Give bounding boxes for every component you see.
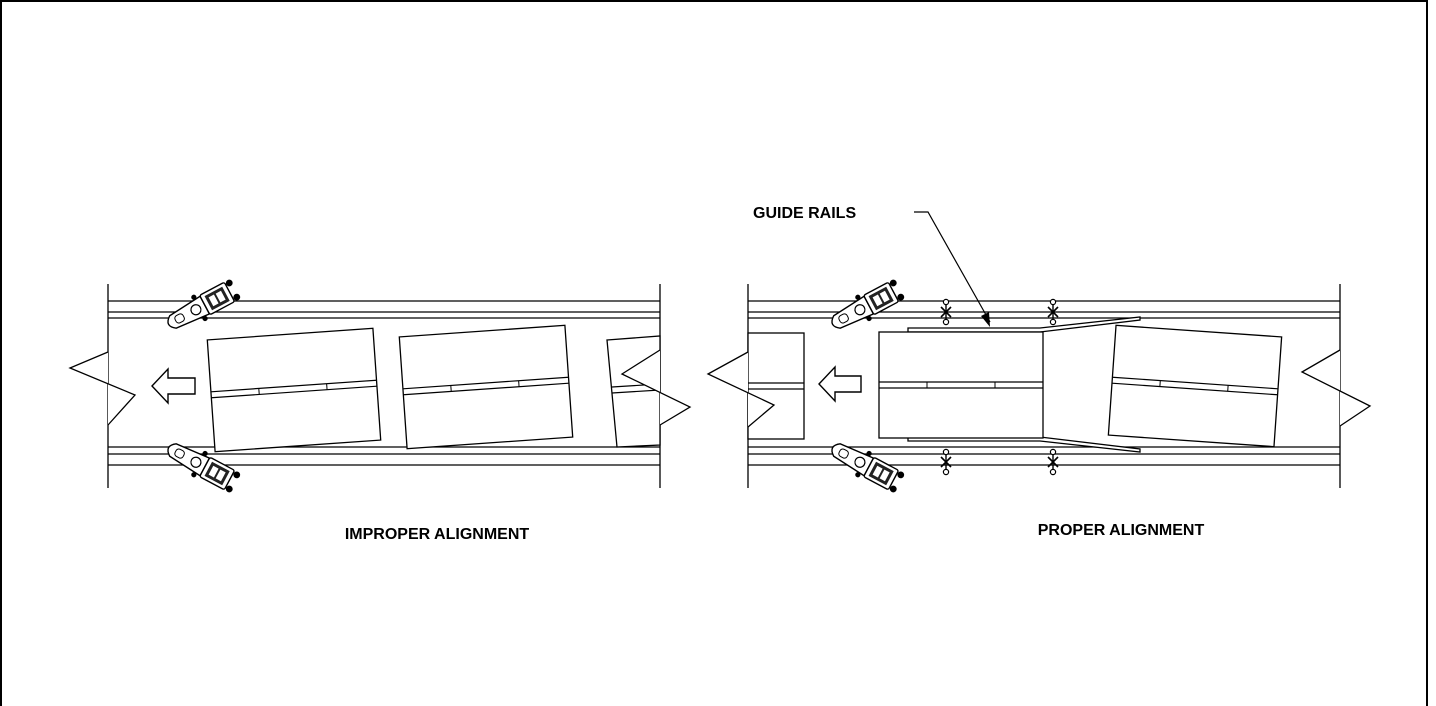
case-sealer-head-icon [161,274,244,338]
proper-alignment-view: GUIDE RAILS PROPER ALIGNMENT [706,205,1372,539]
case-skewed-partial [606,335,661,448]
arrow-left-icon [151,367,196,405]
improper-alignment-view: IMPROPER ALIGNMENT [68,274,692,543]
case-exiting-partial [747,332,805,440]
guide-rails-label: GUIDE RAILS [753,205,856,222]
break-line-right [620,349,692,426]
break-line-right [1300,349,1372,427]
guide-rails-leader-arrowhead [981,312,990,327]
guide-rails-leader-line [914,211,991,323]
break-line-left [706,351,776,428]
case-skewed-1 [206,327,382,453]
proper-alignment-label: PROPER ALIGNMENT [1038,522,1205,539]
case-incoming-skewed [1107,324,1283,448]
break-line-left [68,351,137,426]
rail-adjuster-icon [940,448,952,476]
arrow-left-icon [818,365,862,403]
rail-adjuster-icon [1047,448,1059,476]
case-sealer-head-icon [825,274,908,338]
case-aligned [878,331,1044,439]
case-skewed-2 [398,324,574,450]
improper-alignment-label: IMPROPER ALIGNMENT [345,526,530,543]
